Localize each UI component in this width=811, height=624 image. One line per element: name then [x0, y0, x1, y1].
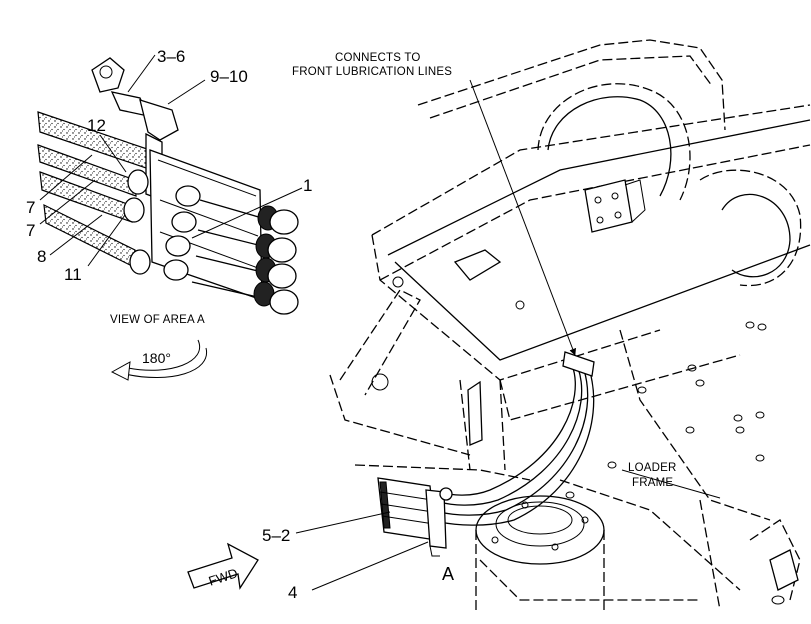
callout-11: 11	[64, 265, 82, 284]
connects-to-caption-line2: FRONT LUBRICATION LINES	[292, 66, 452, 78]
loader-frame-caption-line2: FRAME	[632, 477, 673, 489]
loader-frame-drawing	[329, 39, 811, 611]
lube-manifold-block	[377, 477, 453, 557]
loader-frame-leader	[621, 469, 721, 499]
callout-3-6: 3–6	[157, 47, 185, 66]
area-a-marker: A	[442, 564, 454, 584]
rotation-arrow	[110, 339, 207, 381]
leader-4	[311, 541, 429, 591]
callout-9-10: 9–10	[210, 67, 248, 86]
callout-7-upper: 7	[26, 198, 35, 217]
callout-12: 12	[87, 116, 106, 135]
loader-frame-caption-line1: LOADER	[628, 462, 677, 474]
lubrication-hoses	[439, 351, 595, 526]
callout-4: 4	[288, 583, 297, 602]
view-of-area-caption: VIEW OF AREA A	[110, 314, 205, 326]
callout-5-2: 5–2	[262, 526, 290, 545]
connects-to-caption-line1: CONNECTS TO	[335, 52, 420, 64]
leader-5-2	[295, 511, 391, 534]
lube-line-caps	[253, 205, 299, 315]
rotation-label: 180°	[142, 350, 171, 366]
connects-leader	[469, 79, 577, 356]
frame-holes	[565, 321, 767, 499]
callout-1: 1	[303, 176, 312, 195]
callout-8: 8	[37, 247, 46, 266]
callout-7-lower: 7	[26, 221, 35, 240]
fwd-arrow-icon: FWD	[187, 542, 259, 590]
detail-view-area-a	[37, 54, 303, 315]
